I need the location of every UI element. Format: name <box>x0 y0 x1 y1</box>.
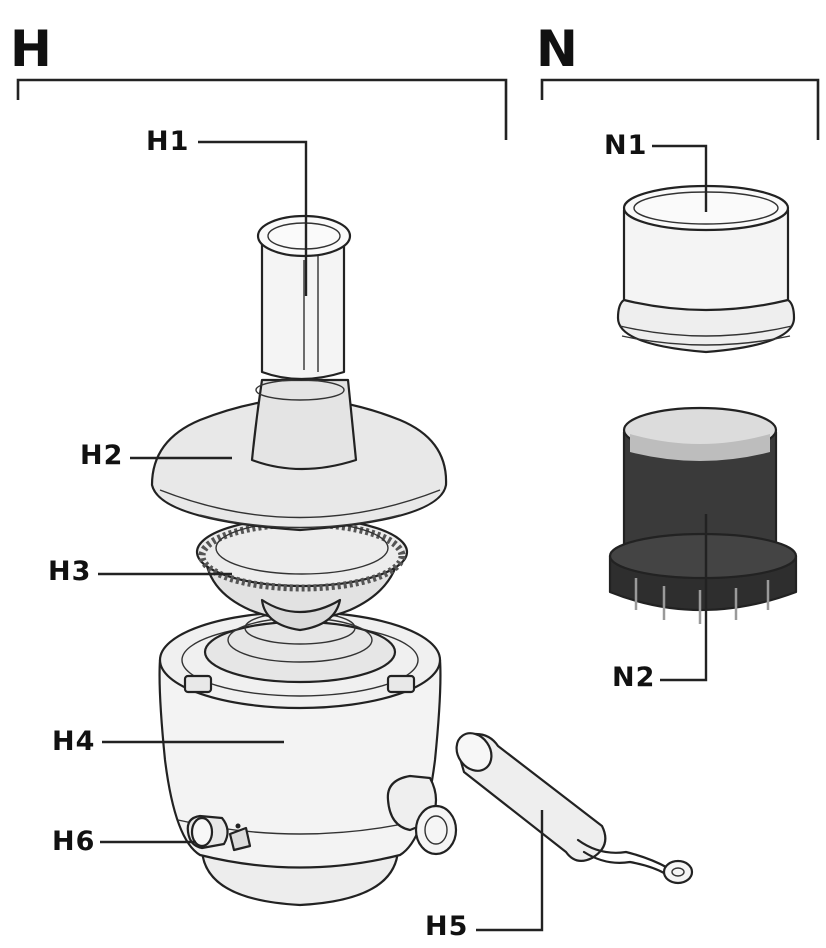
part-h5-brush <box>455 732 694 885</box>
part-h2-lid <box>150 378 448 532</box>
leader-h1 <box>198 140 308 296</box>
group-label-n: N <box>536 20 578 78</box>
label-n2: N2 <box>612 662 655 693</box>
label-h2: H2 <box>80 440 123 471</box>
part-h1-pusher <box>256 214 352 381</box>
group-bracket-n <box>540 78 820 140</box>
part-h4-housing <box>158 610 458 907</box>
label-h4: H4 <box>52 726 95 757</box>
part-h6-valve <box>186 814 252 852</box>
leader-n1 <box>652 144 708 212</box>
part-n2-dark-cup <box>608 406 798 624</box>
label-h5: H5 <box>425 911 468 942</box>
label-h3: H3 <box>48 556 91 587</box>
label-h6: H6 <box>52 826 95 857</box>
group-bracket-h <box>16 78 508 140</box>
part-h3-sieve <box>195 516 409 632</box>
group-label-h: H <box>10 20 52 78</box>
label-h1: H1 <box>146 126 189 157</box>
leader-h5 <box>476 810 544 932</box>
label-n1: N1 <box>604 130 647 161</box>
leader-n2 <box>660 514 708 682</box>
